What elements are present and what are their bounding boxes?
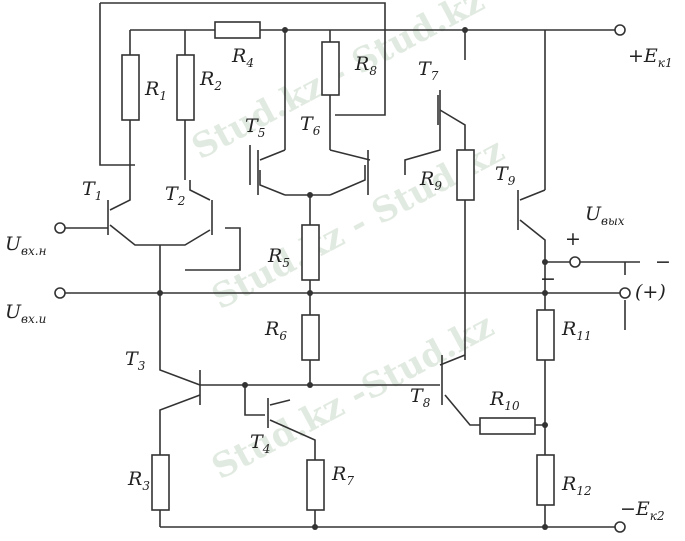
label-minus: −	[540, 268, 556, 290]
wires	[60, 2, 640, 528]
label-t1: T1	[82, 178, 102, 203]
resistor-r11	[536, 309, 555, 361]
terminal-uvh-n	[54, 222, 66, 234]
label-t8: T8	[410, 385, 431, 410]
resistor-r9	[456, 149, 475, 201]
label-plus-paren: (+)	[635, 281, 666, 303]
resistor-r5	[301, 224, 320, 281]
resistor-r12	[536, 454, 555, 506]
label-uvyh: Uвых	[585, 203, 625, 228]
label-t2: T2	[165, 183, 185, 208]
label-r7: R7	[331, 463, 354, 488]
label-r2: R2	[199, 68, 222, 93]
label-ek2: −Eк2	[620, 498, 665, 523]
label-r12: R12	[561, 473, 592, 498]
transistor-bases	[107, 95, 519, 428]
label-t5: T5	[245, 115, 265, 140]
label-r6: R6	[264, 318, 287, 343]
labels: R1 R2 R4 R8 R9 R5 R6 R11 R10 R12 R7 R3 T…	[5, 45, 673, 523]
label-t6: T6	[300, 113, 321, 138]
watermark: Stud.kz -Stud.kz	[205, 306, 500, 488]
terminals	[54, 24, 631, 533]
label-r1: R1	[144, 78, 167, 103]
label-uvh-i: Uвх.и	[5, 301, 46, 326]
terminal-out	[569, 256, 581, 268]
label-t9: T9	[495, 163, 516, 188]
terminal-ek1	[614, 24, 626, 36]
resistors	[121, 21, 555, 511]
label-t7: T7	[418, 58, 439, 83]
label-uvh-n: Uвх.н	[5, 233, 47, 258]
terminal-common	[619, 287, 631, 299]
resistor-r3	[151, 454, 170, 511]
resistor-r1	[121, 54, 140, 121]
label-r4: R4	[231, 45, 254, 70]
label-r3: R3	[127, 468, 150, 493]
label-r11: R11	[561, 318, 592, 343]
resistor-r4	[214, 21, 261, 39]
terminal-uvh-i	[54, 287, 66, 299]
resistor-r2	[176, 54, 195, 121]
label-t3: T3	[125, 348, 146, 373]
resistor-r8	[321, 41, 340, 96]
label-r5: R5	[267, 245, 290, 270]
label-plus: +	[565, 228, 581, 250]
label-ek1: +Eк1	[628, 45, 673, 70]
label-r10: R10	[489, 388, 520, 413]
resistor-r10	[479, 417, 536, 435]
resistor-r6	[301, 314, 320, 361]
label-minus-right: −	[655, 251, 671, 273]
terminal-ek2	[614, 521, 626, 533]
resistor-r7	[306, 459, 325, 511]
label-r9: R9	[419, 168, 442, 193]
label-r8: R8	[354, 53, 377, 78]
label-t4: T4	[250, 431, 270, 456]
